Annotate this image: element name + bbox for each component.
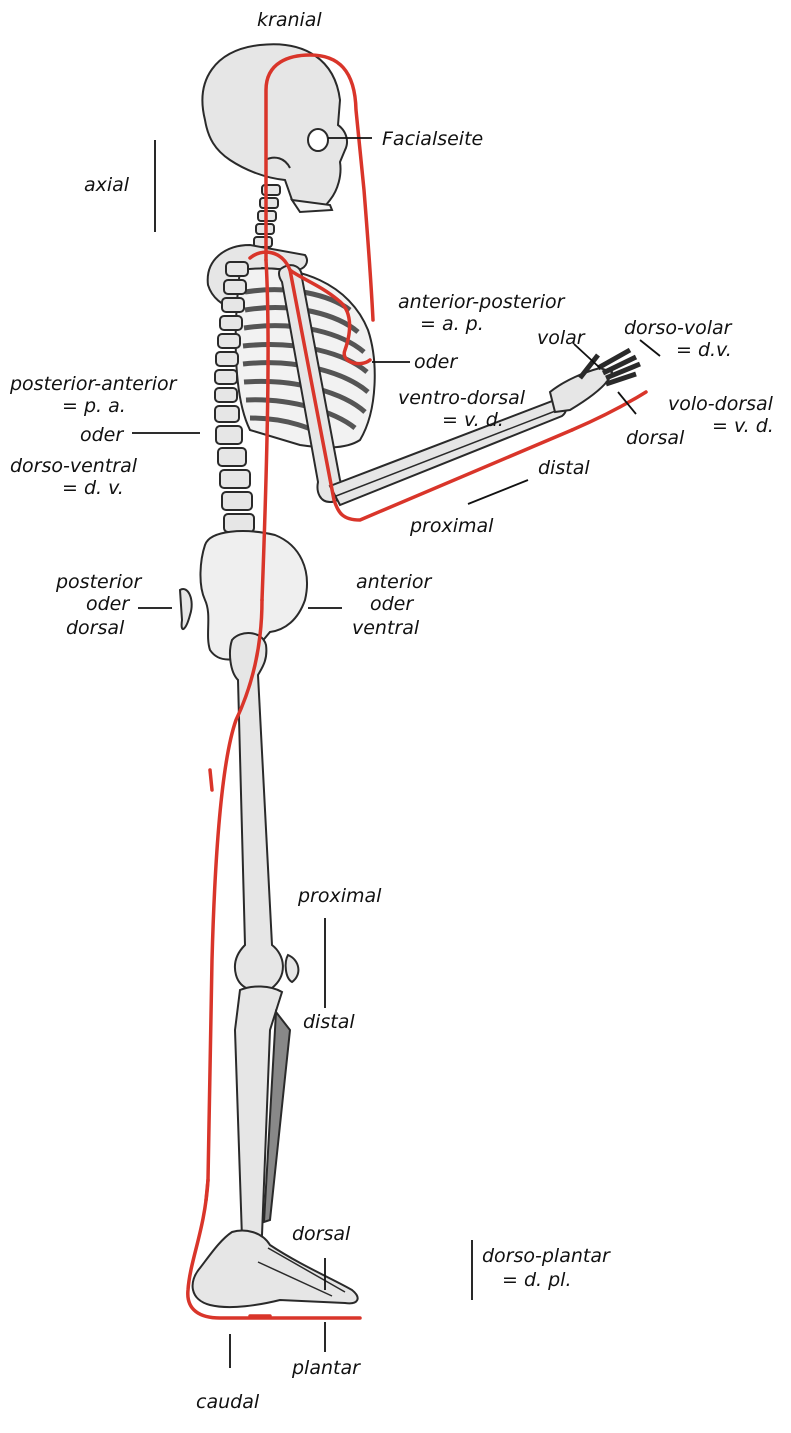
label-oder-right: oder — [414, 351, 458, 373]
label-posterior-anterior-abbr: = p. a. — [62, 395, 126, 417]
label-oder-ant: oder — [370, 593, 414, 615]
label-dorso-volar: dorso-volar — [624, 317, 733, 339]
dorso-volar-arrow — [640, 340, 660, 356]
label-dorsal-post: dorsal — [66, 617, 125, 639]
patella — [286, 955, 299, 982]
label-dorso-plantar-abbr: = d. pl. — [502, 1269, 571, 1291]
label-posterior: posterior — [55, 571, 142, 593]
label-distal-leg: distal — [303, 1011, 355, 1033]
label-dorso-ventral: dorso-ventral — [10, 455, 138, 477]
dorsal-hand-arrow — [618, 392, 636, 414]
label-posterior-anterior: posterior-anterior — [9, 373, 178, 395]
label-proximal-leg: proximal — [297, 885, 382, 907]
label-axial: axial — [84, 174, 130, 196]
label-dorso-volar-abbr: = d.v. — [676, 339, 732, 361]
arm-prox-dist-arrow — [468, 480, 528, 504]
label-dorso-ventral-abbr: = d. v. — [62, 477, 124, 499]
label-ventro-dorsal-abbr: = v. d. — [442, 409, 504, 431]
label-volar: volar — [537, 327, 586, 349]
femur — [230, 633, 283, 991]
label-plantar: plantar — [291, 1357, 361, 1379]
label-anterior: anterior — [356, 571, 433, 593]
label-facialseite: Facialseite — [382, 128, 483, 150]
black-direction-arrows — [132, 138, 660, 1368]
label-caudal: caudal — [196, 1391, 260, 1413]
label-anterior-posterior: anterior-posterior — [398, 291, 566, 313]
label-distal-arm: distal — [538, 457, 590, 479]
label-proximal-arm: proximal — [409, 515, 494, 537]
label-volo-dorsal: volo-dorsal — [668, 393, 774, 415]
label-oder-post: oder — [86, 593, 130, 615]
label-ventro-dorsal: ventro-dorsal — [398, 387, 526, 409]
label-anterior-posterior-abbr: = a. p. — [420, 313, 484, 335]
skeleton-figure — [180, 44, 640, 1307]
label-oder-left: oder — [80, 424, 124, 446]
label-ventral: ventral — [352, 617, 420, 639]
label-volo-dorsal-abbr: = v. d. — [712, 415, 774, 437]
label-dorsal-foot: dorsal — [292, 1223, 351, 1245]
label-dorso-plantar: dorso-plantar — [482, 1245, 611, 1267]
labels: kranial Facialseite axial anterior-poste… — [9, 9, 774, 1413]
label-kranial: kranial — [257, 9, 322, 31]
label-dorsal-hand: dorsal — [626, 427, 685, 449]
